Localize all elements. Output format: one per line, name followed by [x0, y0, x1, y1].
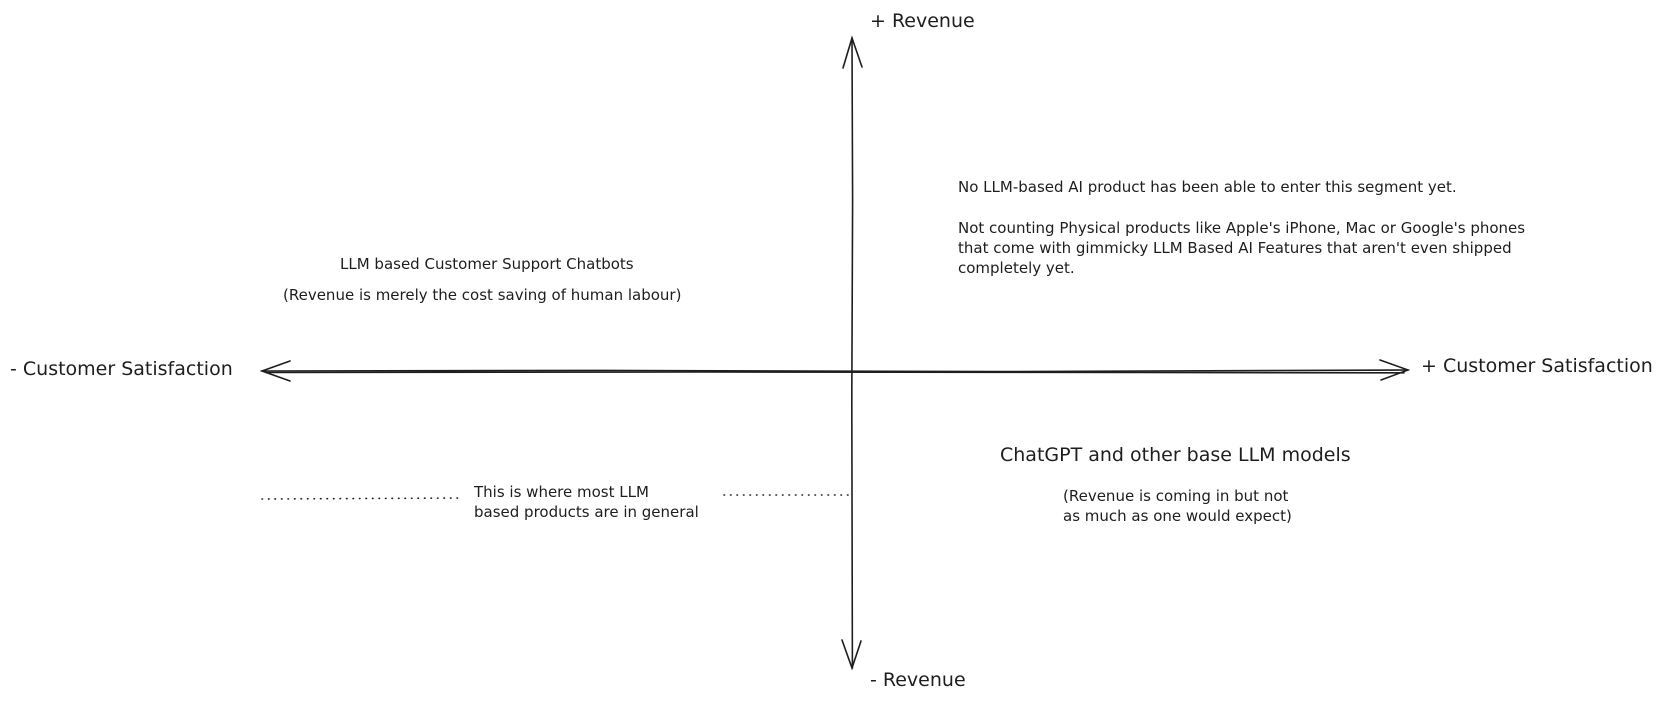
- x-axis-positive-label: + Customer Satisfaction: [1421, 355, 1653, 377]
- empty-segment-note: No LLM-based AI product has been able to…: [958, 178, 1457, 196]
- chatgpt-revenue-note-line2: as much as one would expect): [1063, 507, 1292, 525]
- dotted-pointer-left: [261, 497, 463, 500]
- y-axis-negative-label: - Revenue: [870, 669, 966, 691]
- physical-products-note-line2: that come with gimmicky LLM Based AI Fea…: [958, 239, 1512, 257]
- chatgpt-revenue-note-line1: (Revenue is coming in but not: [1063, 487, 1289, 505]
- revenue-axis: [841, 35, 863, 671]
- physical-products-note-line3: completely yet.: [958, 259, 1075, 277]
- most-llm-products-note-line1: This is where most LLM: [474, 483, 649, 501]
- chatgpt-base-models-title: ChatGPT and other base LLM models: [1000, 444, 1351, 466]
- y-axis-positive-label: + Revenue: [870, 10, 975, 32]
- satisfaction-axis: [259, 359, 1411, 382]
- customer-support-chatbots-title: LLM based Customer Support Chatbots: [340, 255, 634, 273]
- satisfaction-axis-left-arrowhead: [259, 360, 291, 382]
- satisfaction-axis-line-double: [265, 371, 1405, 374]
- revenue-axis-line: [850, 37, 854, 669]
- physical-products-note-line1: Not counting Physical products like Appl…: [958, 219, 1526, 237]
- most-llm-products-note-line2: based products are in general: [474, 503, 699, 521]
- revenue-axis-top-arrowhead: [842, 35, 863, 69]
- customer-support-chatbots-subtitle: (Revenue is merely the cost saving of hu…: [283, 286, 682, 304]
- satisfaction-axis-line: [261, 369, 1409, 373]
- x-axis-negative-label: - Customer Satisfaction: [10, 358, 233, 380]
- dotted-pointers: [261, 494, 849, 500]
- satisfaction-axis-right-arrowhead: [1379, 359, 1411, 381]
- revenue-axis-bottom-arrowhead: [841, 639, 862, 671]
